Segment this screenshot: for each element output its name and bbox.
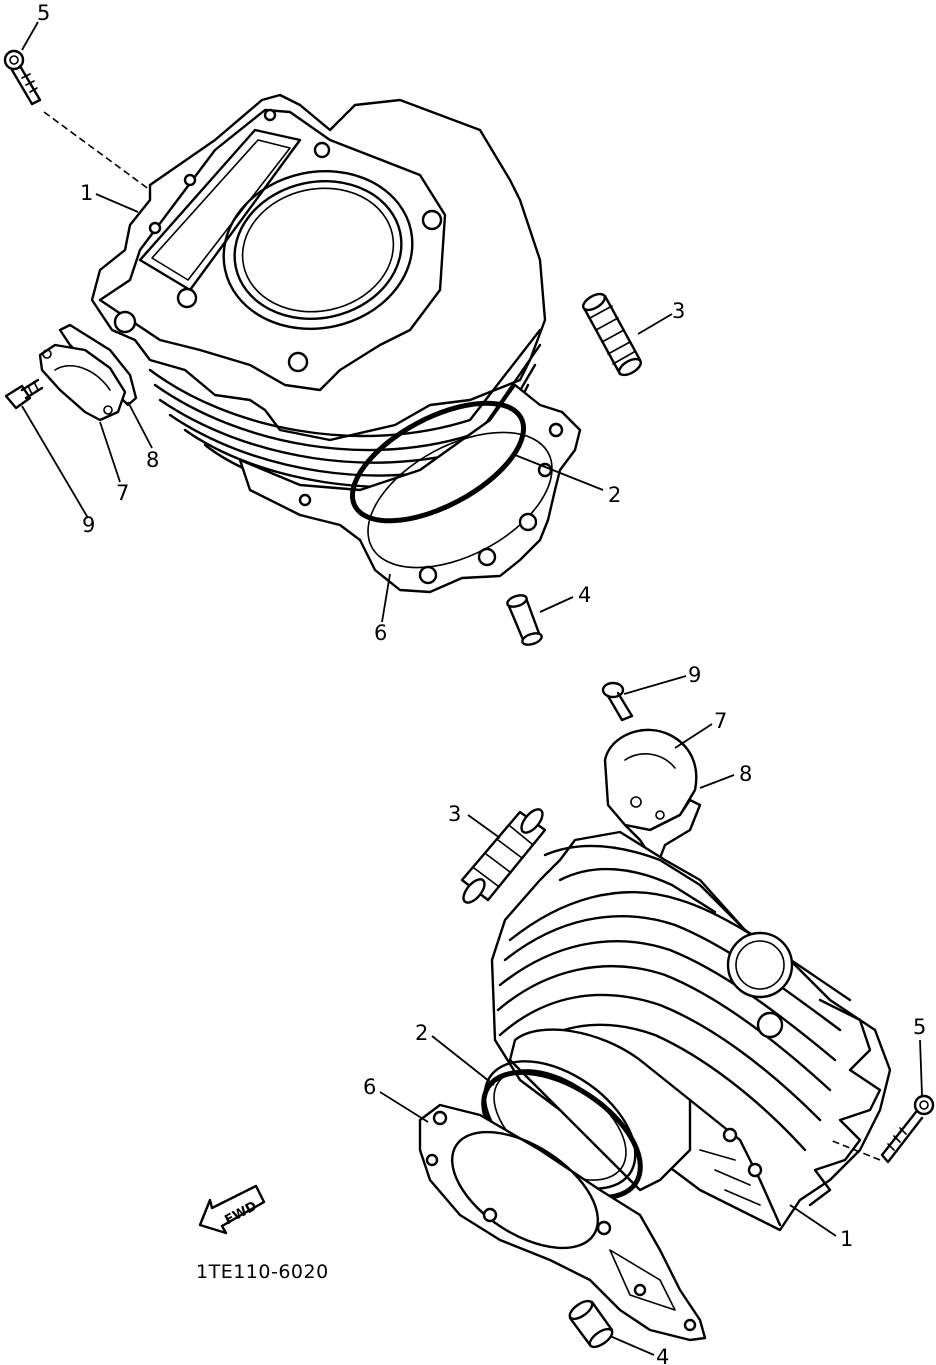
leader-9-top [21,405,89,519]
bolt-part-5-top [3,49,42,106]
leader-4-bottom [609,1335,655,1356]
callout-1-bottom: 1 [840,1227,853,1251]
cylinder-part-1-top [90,93,582,594]
callout-2-bottom: 2 [415,1021,428,1045]
callout-5-bottom: 5 [913,1015,926,1039]
callout-7-top: 7 [116,481,129,505]
dowel-part-3-top [581,292,643,377]
leader-7-bottom [674,723,713,749]
leader-1-bottom [789,1204,837,1237]
callout-3-bottom: 3 [448,802,461,826]
callout-5-top: 5 [37,1,50,25]
dowel-part-4-top [506,594,543,646]
leader-5-top [21,21,39,51]
leader-6-bottom [379,1091,429,1123]
bolt-part-9-top [4,378,44,410]
leader-2-bottom [431,1035,495,1086]
cover-part-7-bottom [603,728,698,832]
callout-9-bottom: 9 [688,663,701,687]
callout-8-top: 8 [146,448,159,472]
callout-4-bottom: 4 [656,1345,669,1365]
callout-6-top: 6 [374,621,387,645]
callout-3-top: 3 [672,299,685,323]
bolt-part-9-bottom [601,681,634,722]
gasket-part-6-top [298,422,564,585]
leader-3-top [637,313,673,335]
leader-2-top [514,454,604,491]
cylinder-part-1-bottom [483,830,892,1232]
dowel-part-4-bottom [568,1299,614,1349]
gasket-part-6-bottom [418,1103,707,1342]
callout-1-top: 1 [80,181,93,205]
callout-7-bottom: 7 [714,709,727,733]
leader-4-top [539,596,574,613]
fwd-arrow: FWD [198,1184,266,1235]
leader-5-bottom [919,1039,923,1096]
leader-9-bottom [623,675,687,695]
bolt-part-5-bottom [880,1094,935,1164]
callout-9-top: 9 [82,513,95,537]
diagram-code: 1TE110-6020 [196,1261,329,1283]
cover-part-7-top [38,343,127,422]
o-ring-part-2-top [349,400,527,524]
bolt-5-hole-line [43,111,151,191]
leader-6-top [381,573,391,623]
callout-8-bottom: 8 [739,762,752,786]
leader-7-top [99,421,121,483]
callout-6-bottom: 6 [363,1075,376,1099]
bolt-5-hole-line-bottom [829,1139,881,1161]
bottom-assembly: FWD 9 7 8 3 2 6 5 1 4 1TE110-6020 [196,663,935,1365]
leader-8-bottom [699,774,735,789]
top-assembly: 1 5 3 2 4 6 8 7 9 [3,1,685,646]
callout-4-top: 4 [578,583,591,607]
leader-3-bottom [467,814,501,839]
callout-2-top: 2 [608,483,621,507]
leader-8-top [127,401,153,449]
leader-1-top [95,193,139,213]
dowel-part-3-bottom [460,808,547,904]
